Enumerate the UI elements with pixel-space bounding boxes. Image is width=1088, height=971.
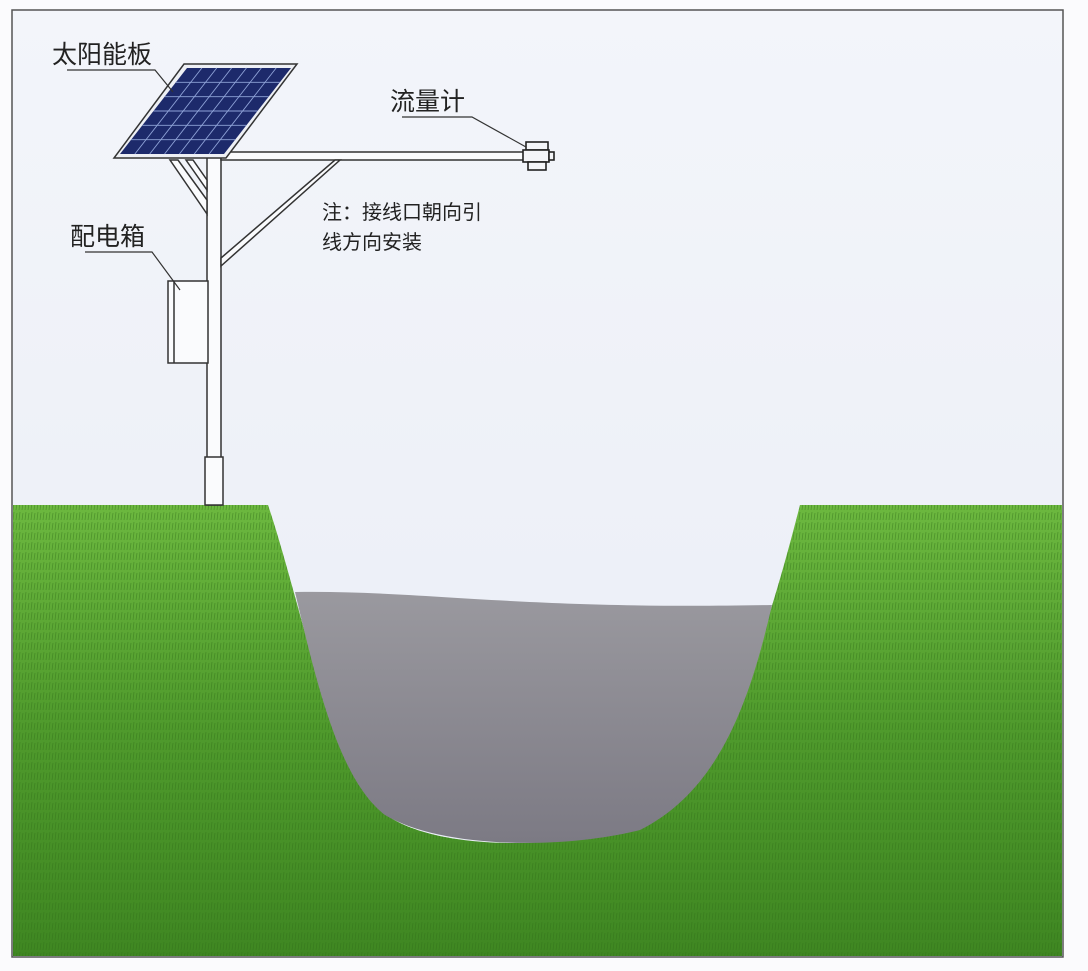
solar-panel: [112, 63, 299, 159]
note-line-2: 线方向安装: [322, 230, 422, 254]
distribution-box-label: 配电箱: [70, 222, 145, 251]
flow-meter-leader: [402, 116, 527, 148]
distribution-box: [167, 280, 209, 364]
flow-meter-label: 流量计: [390, 87, 465, 116]
flow-meter: [522, 141, 555, 171]
brace: [220, 159, 342, 268]
note-line-1: 注：接线口朝向引: [322, 200, 482, 224]
solar-panel-label: 太阳能板: [52, 40, 152, 69]
cross-arm: [220, 151, 540, 161]
distribution-box-leader: [85, 251, 181, 291]
water-channel: [295, 591, 772, 843]
solar-panel-leader: [67, 69, 174, 93]
